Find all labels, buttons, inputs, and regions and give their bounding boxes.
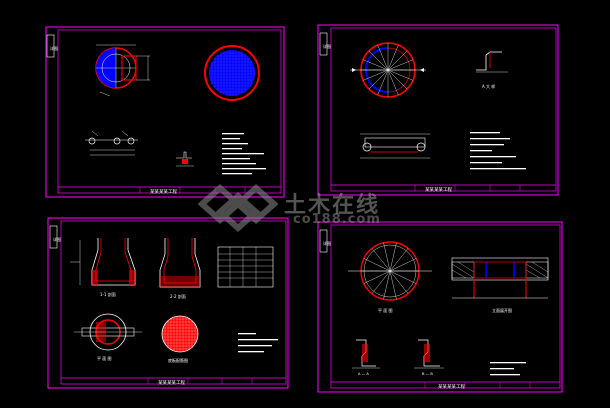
sheet-3-section-2: 2-2 剖面 — [159, 238, 201, 299]
sheet-4-label-1: 平 面 图 — [378, 307, 393, 313]
sheet-1: 详图 某某某某工程 — [45, 26, 285, 198]
sheet-3-notes — [238, 333, 278, 353]
sheet-2-plan — [350, 42, 426, 98]
sheet-4-plan: 平 面 图 — [348, 241, 432, 313]
round-grating-plan — [204, 45, 260, 101]
sheet-4-title: 某某某某工程 — [438, 383, 465, 390]
sheet-4-section-aa: A — A — [352, 339, 380, 376]
sheet-4: 详图 某某某某工程 平 面 图 立面展开图 — [317, 221, 563, 393]
sheet-3-label-2: 2-2 剖面 — [170, 293, 186, 299]
sheet-3-label-1: 1-1 剖面 — [100, 291, 116, 297]
sheet-4-section-b-label: B — B — [422, 372, 433, 376]
sheet-4-notes — [490, 362, 526, 376]
sheet-4-section-bb: B — B — [414, 339, 444, 376]
sheet-2-section — [360, 133, 430, 159]
sheet-1-title: 某某某某工程 — [150, 188, 177, 195]
manhole-half-plan — [95, 44, 150, 97]
sheet-1-notes — [222, 133, 266, 175]
sheet-2-detail-label: A 大 样 — [482, 83, 495, 89]
sheet-2-side-label: 详图 — [323, 43, 331, 49]
sheet-4-section-a-label: A — A — [358, 372, 369, 376]
sheet-3-section-1: 1-1 剖面 — [70, 238, 136, 297]
sheet-4-side-label: 详图 — [323, 240, 331, 246]
sheet-4-elevation: 立面展开图 — [451, 257, 549, 313]
sheet-3-label-4: 底板配筋图 — [168, 357, 188, 363]
sheet-3-plan: 平 面 图 — [74, 313, 142, 361]
sheet-1-side-label: 详图 — [50, 45, 58, 51]
sheet-3-side-label: 详图 — [53, 236, 61, 242]
sheet-2-title: 某某某某工程 — [425, 186, 452, 193]
sheet-3: 详图 某某某某工程 1-1 剖面 2-2 剖面 — [47, 217, 289, 389]
sheet-3-title: 某某某某工程 — [158, 379, 185, 386]
sheet-1-section — [85, 130, 194, 167]
sheet-2-notes — [470, 132, 526, 170]
sheet-2: 详图 某某某某工程 A 大 样 — [317, 24, 559, 196]
sheet-3-rebar-table — [217, 246, 274, 288]
watermark-logo-icon — [197, 183, 279, 233]
sheet-2-detail-a: A 大 样 — [476, 51, 508, 89]
sheet-3-label-3: 平 面 图 — [97, 355, 112, 361]
watermark-text: 土木在线 — [284, 193, 381, 218]
sheet-3-base-rebar: 底板配筋图 — [161, 315, 199, 363]
watermark-url: co188.com — [293, 212, 381, 227]
sheet-4-label-2: 立面展开图 — [492, 307, 512, 313]
